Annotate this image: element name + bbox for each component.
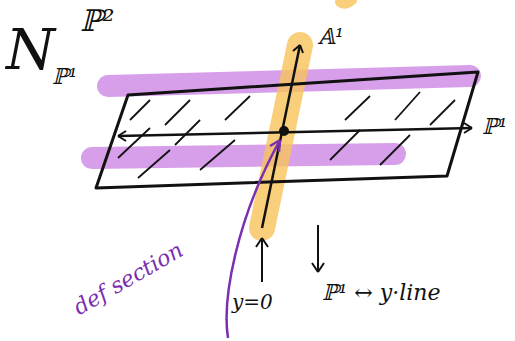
note-label: ℙ¹ ↔ y·line (322, 282, 440, 304)
plane-outline (96, 72, 478, 188)
fiber-highlight (262, 45, 300, 228)
line-label: ℙ¹ (482, 116, 507, 138)
superscript: ℙ² (80, 6, 115, 36)
purple-arrowhead (270, 140, 280, 152)
purple-note: def section (70, 239, 187, 319)
highlight-band (92, 154, 395, 158)
point (279, 126, 289, 136)
subscript: ℙ¹ (52, 66, 77, 88)
arrow (312, 225, 324, 272)
fiber-end (293, 45, 303, 53)
fiber-line (262, 45, 300, 228)
zero-section-line (118, 128, 472, 136)
arrow (256, 238, 268, 282)
equation-label: y=0 (232, 292, 273, 312)
bundle-symbol: N (6, 22, 55, 78)
fiber-highlight (340, 0, 352, 4)
purple-arrow (227, 140, 280, 338)
line-ends (118, 123, 472, 141)
fiber-label: 𝔸¹ (318, 26, 344, 48)
